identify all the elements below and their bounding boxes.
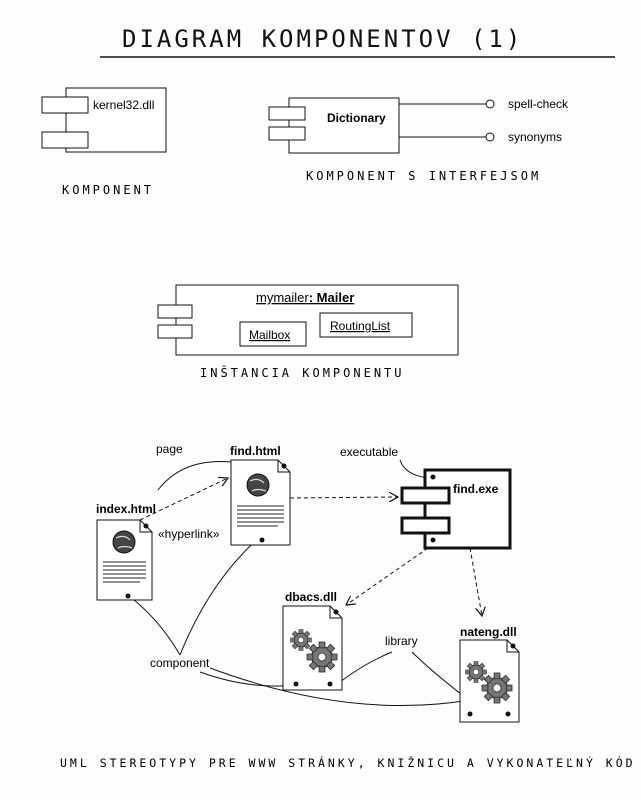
- part-mailbox-box: [239, 321, 307, 347]
- dependency-nateng: [469, 547, 482, 616]
- gear-icon: [306, 641, 338, 673]
- interface-label-spell-check: spell-check: [508, 97, 569, 111]
- gear-icon: [290, 629, 312, 651]
- label-find-exe: find.exe: [453, 482, 499, 496]
- exe-port-top: [400, 486, 451, 505]
- gear-icon: [465, 661, 487, 683]
- caption-interface: KOMPONENT S INTERFEJSOM: [306, 169, 541, 183]
- label-find-html: find.html: [230, 444, 281, 458]
- note-line-page: [157, 461, 241, 491]
- caption-stereotypes: UML STEREOTYPY PRE WWW STRÁNKY, KNIŽNICU…: [60, 755, 636, 770]
- note-component: component: [150, 656, 210, 670]
- note-line-component-dbacs: [199, 671, 296, 687]
- label-index-html: index.html: [96, 502, 156, 516]
- artifact-find-exe: [400, 468, 512, 550]
- page-title: DIAGRAM KOMPONENTOV (1): [122, 25, 523, 53]
- part-mailbox: Mailbox: [249, 328, 290, 342]
- dictionary-port-bottom: [268, 126, 306, 141]
- artifact-index-html: [96, 519, 153, 601]
- instance-type: : Mailer: [309, 290, 355, 305]
- instance-port-bottom: [157, 324, 193, 339]
- artifact-nateng-dll: [459, 639, 520, 723]
- note-page: page: [156, 442, 183, 456]
- web-globe-icon: [246, 473, 270, 497]
- artifact-find-html: [230, 459, 291, 546]
- caption-instance: INŠTANCIA KOMPONENTU: [200, 365, 405, 380]
- gear-icon: [481, 672, 513, 704]
- note-line-component-find: [179, 534, 263, 656]
- component-dictionary: Dictionary spell-check synonyms: [268, 97, 569, 154]
- note-hyperlink: «hyperlink»: [158, 527, 220, 541]
- component-port-top: [41, 96, 89, 114]
- interface-label-synonyms: synonyms: [508, 130, 562, 144]
- web-globe-icon: [112, 530, 136, 554]
- note-library: library: [385, 634, 418, 648]
- dictionary-port-top: [268, 106, 306, 121]
- interface-lollipop-spell-check: [485, 99, 495, 109]
- component-port-bottom: [41, 131, 89, 149]
- note-line-library-nateng: [411, 651, 467, 699]
- note-line-component-nateng: [209, 667, 471, 707]
- artifact-dbacs-dll: [282, 605, 343, 691]
- label-dbacs-dll: dbacs.dll: [285, 590, 337, 604]
- component-instance-mymailer: mymailer: Mailer Mailbox RoutingList: [157, 284, 459, 356]
- component-name: kernel32.dll: [93, 98, 154, 112]
- dictionary-name: Dictionary: [327, 111, 386, 125]
- exe-port-bottom: [400, 516, 451, 535]
- label-nateng-dll: nateng.dll: [460, 625, 517, 639]
- interface-lollipop-synonyms: [485, 132, 495, 142]
- caption-component: KOMPONENT: [62, 183, 154, 197]
- instance-port-top: [157, 304, 193, 319]
- component-kernel32: kernel32.dll: [41, 87, 167, 153]
- dependency-dbacs: [346, 547, 429, 605]
- dependency-find-exe: [289, 497, 398, 498]
- dependency-hyperlink: [139, 478, 228, 521]
- part-routinglist-box: [319, 312, 413, 338]
- instance-name: mymailer: [256, 290, 309, 305]
- instance-title: mymailer: Mailer: [256, 290, 354, 305]
- note-executable: executable: [340, 445, 398, 459]
- note-line-component-index: [127, 594, 181, 656]
- part-routinglist: RoutingList: [330, 319, 391, 333]
